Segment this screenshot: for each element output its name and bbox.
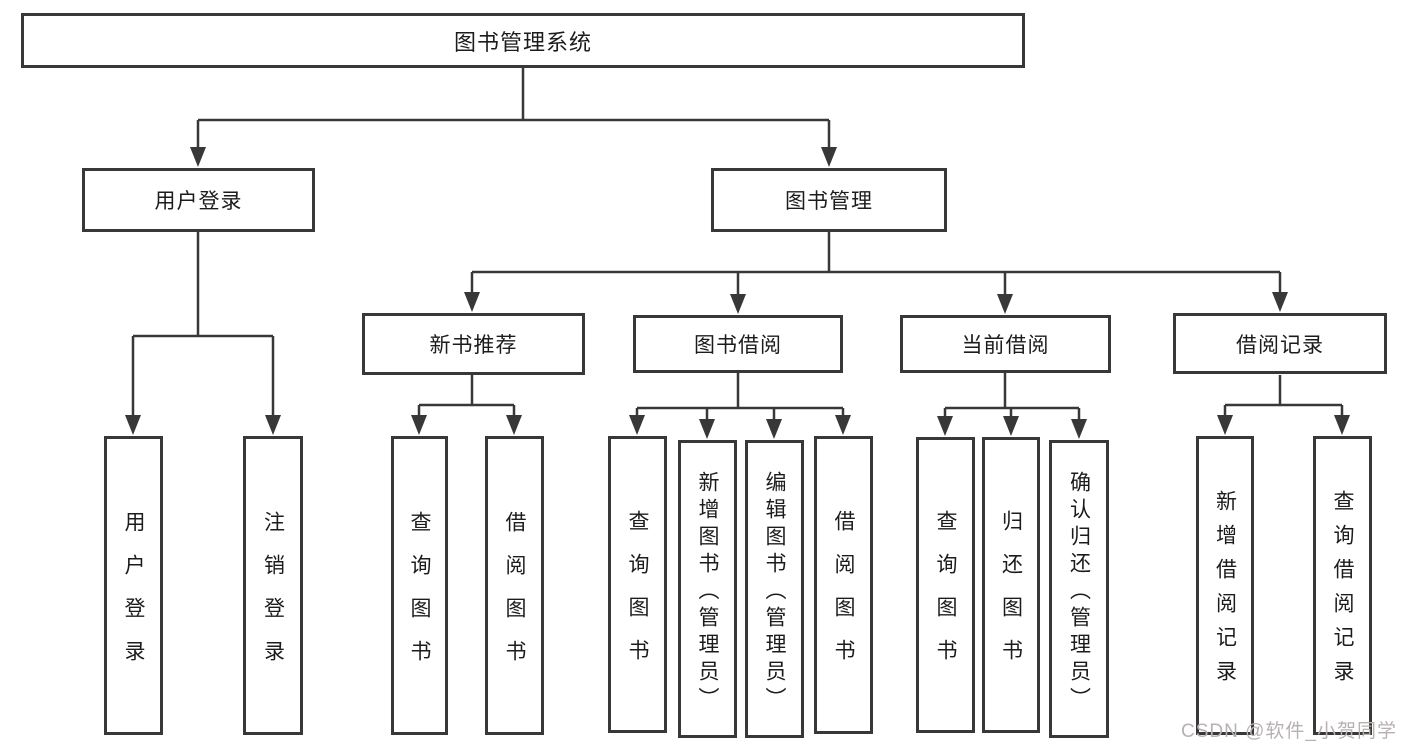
node-current-borrow: 当前借阅	[900, 315, 1111, 373]
leaf-query-borrow-record: 查询借阅记录	[1313, 436, 1372, 735]
leaf-label: 借阅图书	[832, 510, 855, 682]
leaf-borrow-books-recommend: 借阅图书	[485, 436, 544, 735]
leaf-edit-books-admin: 编辑图书（管理员）	[745, 440, 804, 738]
node-user-login: 用户登录	[82, 168, 315, 232]
leaf-label: 注销登录	[261, 510, 285, 683]
leaf-label: 查询图书	[626, 509, 649, 682]
leaf-label: 查询图书	[408, 510, 431, 683]
leaf-label: 查询借阅记录	[1331, 490, 1354, 694]
leaf-label: 用户登录	[122, 510, 145, 683]
leaf-logout: 注销登录	[243, 436, 303, 735]
leaf-user-login: 用户登录	[104, 436, 163, 735]
leaf-return-books: 归还图书	[982, 437, 1040, 733]
leaf-add-books-admin: 新增图书（管理员）	[678, 440, 737, 738]
leaf-query-books-recommend: 查询图书	[391, 436, 448, 735]
leaf-label: 查询图书	[934, 510, 957, 682]
leaf-confirm-return-admin: 确认归还（管理员）	[1049, 440, 1109, 738]
leaf-add-borrow-record: 新增借阅记录	[1196, 436, 1254, 735]
node-system-root: 图书管理系统	[21, 13, 1025, 68]
arrowheads	[125, 147, 1350, 439]
leaf-label: 编辑图书（管理员）	[763, 470, 786, 714]
leaf-label: 确认归还（管理员）	[1067, 470, 1091, 714]
leaf-label: 借阅图书	[503, 510, 526, 683]
node-book-management: 图书管理	[711, 168, 947, 232]
node-borrow-records: 借阅记录	[1173, 313, 1387, 374]
node-new-book-recommend: 新书推荐	[362, 313, 585, 375]
leaf-query-books-current: 查询图书	[916, 437, 975, 733]
leaf-label: 新增图书（管理员）	[696, 470, 719, 714]
leaf-label: 新增借阅记录	[1213, 490, 1237, 694]
leaf-label: 归还图书	[999, 510, 1023, 682]
leaf-query-books-borrow: 查询图书	[608, 436, 667, 733]
leaf-borrow-books: 借阅图书	[814, 436, 873, 734]
node-book-borrow: 图书借阅	[633, 315, 843, 373]
csdn-watermark: CSDN @软件_小贺同学	[1181, 721, 1397, 742]
